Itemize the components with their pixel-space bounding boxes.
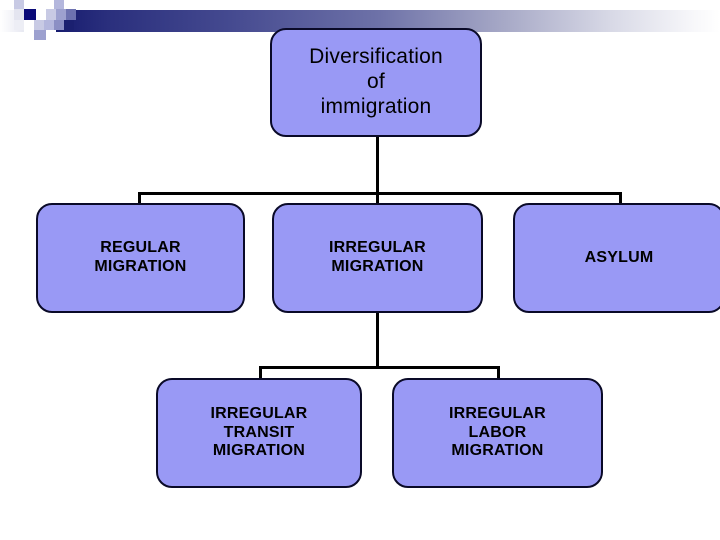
node-irregular-labor-migration[interactable]: IRREGULAR LABOR MIGRATION <box>392 378 603 488</box>
banner-square <box>24 9 36 20</box>
banner-square <box>46 30 56 40</box>
connector-row1-bus <box>138 192 622 195</box>
connector-row2-bus <box>259 366 500 369</box>
node-diversification-of-immigration[interactable]: Diversification of immigration <box>270 28 482 137</box>
connector-to-regular <box>138 192 141 205</box>
node-label: IRREGULAR MIGRATION <box>329 239 426 275</box>
node-label: ASYLUM <box>584 248 654 266</box>
connector-irregular-down <box>376 313 379 369</box>
node-regular-migration[interactable]: REGULAR MIGRATION <box>36 203 245 313</box>
banner-square <box>46 9 56 20</box>
banner-square <box>14 20 24 30</box>
banner-gradient-bar <box>40 10 720 32</box>
node-label: REGULAR MIGRATION <box>94 239 187 275</box>
connector-title-down <box>376 137 379 195</box>
banner-square <box>44 0 54 9</box>
banner-square <box>64 0 74 9</box>
node-irregular-transit-migration[interactable]: IRREGULAR TRANSIT MIGRATION <box>156 378 362 488</box>
banner-square <box>54 20 64 30</box>
banner-square <box>14 0 24 9</box>
banner-square <box>66 9 76 20</box>
banner-square <box>24 20 34 30</box>
node-label: Diversification of immigration <box>309 45 443 118</box>
node-label: IRREGULAR LABOR MIGRATION <box>449 404 546 460</box>
connector-to-transit <box>259 366 262 380</box>
banner-square <box>24 30 34 40</box>
banner-square <box>36 9 46 20</box>
node-label: IRREGULAR TRANSIT MIGRATION <box>210 404 308 460</box>
banner-square <box>64 20 74 30</box>
node-asylum[interactable]: ASYLUM <box>513 203 720 313</box>
banner-square <box>24 0 34 9</box>
banner-square <box>44 20 54 30</box>
connector-to-labor <box>497 366 500 380</box>
banner-square <box>34 0 44 9</box>
banner-square <box>56 9 66 20</box>
node-irregular-migration[interactable]: IRREGULAR MIGRATION <box>272 203 483 313</box>
decorative-header-banner <box>0 0 720 42</box>
banner-square <box>34 30 46 40</box>
banner-square <box>54 0 64 9</box>
connector-to-asylum <box>619 192 622 205</box>
connector-to-irregular <box>376 192 379 205</box>
banner-square <box>14 9 24 20</box>
banner-square <box>34 20 44 30</box>
